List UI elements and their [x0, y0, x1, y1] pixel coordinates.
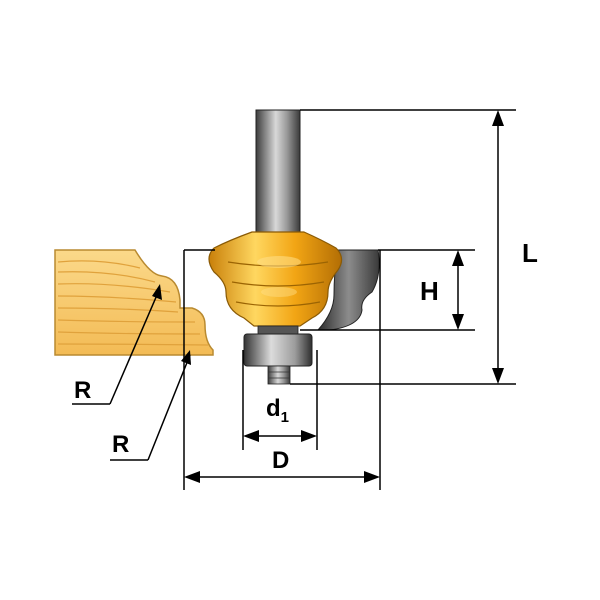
label-length: L — [522, 238, 538, 268]
label-radius-upper: R — [74, 377, 91, 404]
label-height: H — [420, 276, 439, 306]
label-cutter-diameter: D — [272, 447, 289, 474]
carbide-blade — [316, 249, 380, 331]
label-bearing-diameter-base: d — [266, 395, 281, 422]
shank — [255, 109, 301, 236]
cutter-body — [208, 231, 343, 327]
dimension-lines — [72, 109, 516, 490]
label-radius-lower: R — [112, 431, 129, 458]
arrowheads — [152, 110, 504, 483]
label-bearing-diameter-sub: 1 — [281, 409, 289, 426]
wood-workpiece — [54, 249, 214, 356]
bearing — [243, 325, 313, 385]
label-bearing-diameter: d1 — [266, 395, 289, 426]
